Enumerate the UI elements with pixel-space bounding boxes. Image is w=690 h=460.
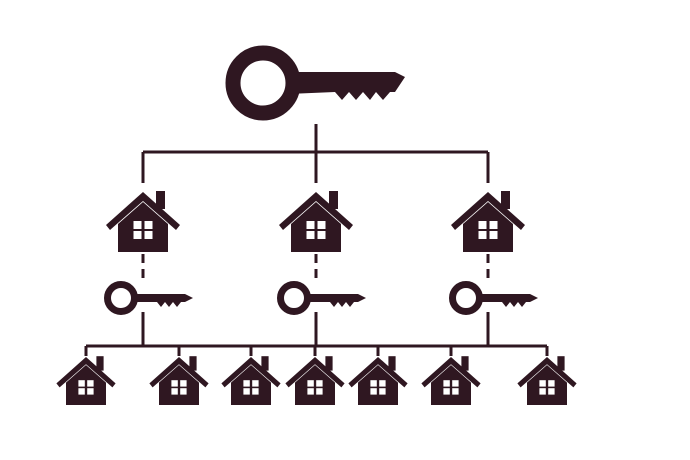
house-icon xyxy=(106,191,180,252)
house-icon xyxy=(149,356,209,405)
connector-lines xyxy=(84,124,549,356)
house-icon xyxy=(451,191,525,252)
house-icon xyxy=(517,356,577,405)
mid-level-houses xyxy=(106,191,525,252)
house-icon xyxy=(221,356,281,405)
mid-level-keys xyxy=(108,285,539,312)
master-key-icon xyxy=(225,45,405,121)
house-icon xyxy=(348,356,408,405)
dashed-connectors xyxy=(141,254,490,284)
house-icon xyxy=(421,356,481,405)
key-icon xyxy=(453,285,539,312)
leaf-level-houses xyxy=(56,356,577,405)
key-icon xyxy=(108,285,194,312)
house-icon xyxy=(56,356,116,405)
key-icon xyxy=(281,285,367,312)
house-icon xyxy=(285,356,345,405)
house-icon xyxy=(279,191,353,252)
